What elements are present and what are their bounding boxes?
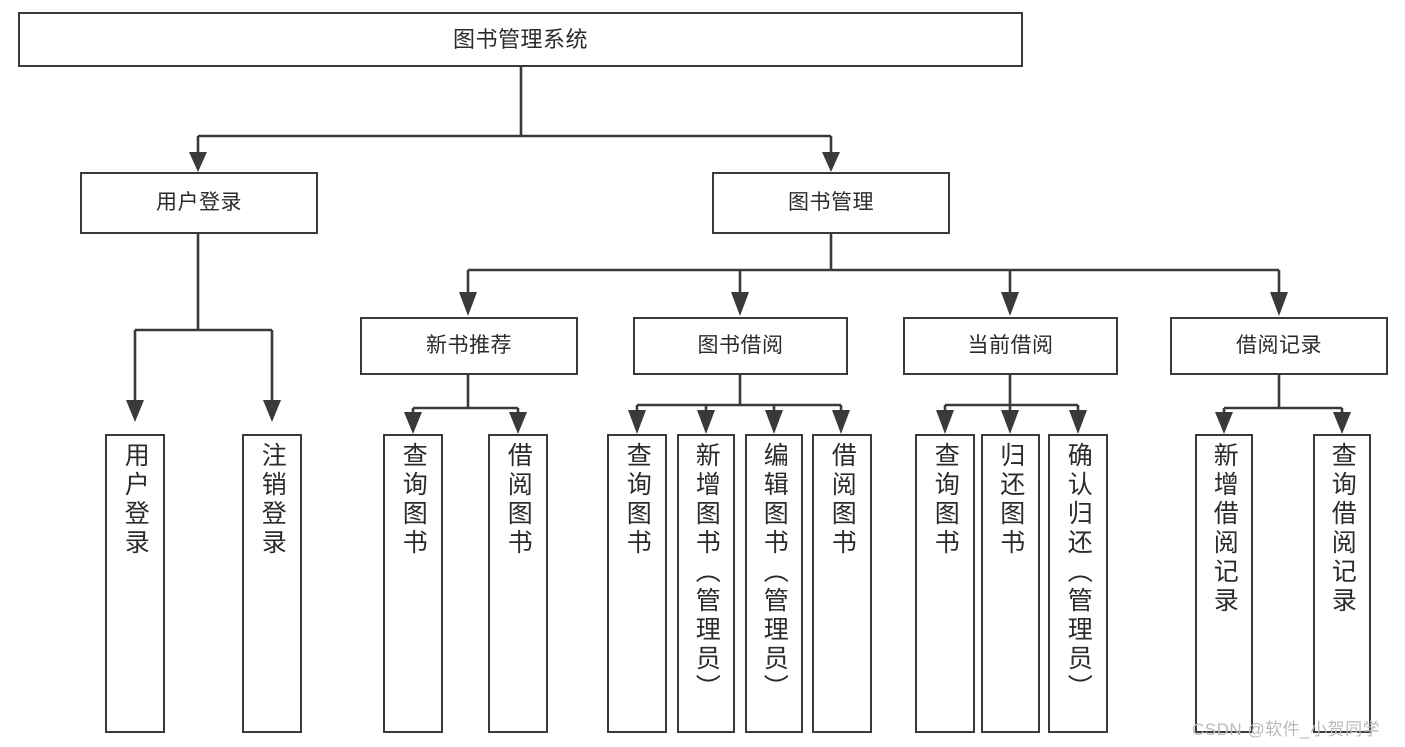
- arrow-borrow-l2: [697, 410, 715, 434]
- node-label: 图书管理: [788, 190, 874, 214]
- node-new-book-recommend[interactable]: 新书推荐: [360, 317, 578, 375]
- arrow-bm-c2: [731, 292, 749, 316]
- node-label: 新增图书（管理员）: [692, 442, 721, 703]
- arrow-record-l1: [1215, 412, 1233, 434]
- node-label: 图书借阅: [697, 333, 784, 357]
- leaf-recommend-query-book[interactable]: 查询图书: [383, 434, 443, 733]
- node-label: 查询图书: [399, 442, 428, 558]
- node-label: 编辑图书（管理员）: [760, 442, 789, 703]
- arrow-root-to-book-manage: [822, 152, 840, 172]
- leaf-user-login-logout[interactable]: 注销登录: [242, 434, 302, 733]
- leaf-borrow-query-book[interactable]: 查询图书: [607, 434, 667, 733]
- leaf-record-query-record[interactable]: 查询借阅记录: [1313, 434, 1371, 733]
- leaf-user-login-login[interactable]: 用户登录: [105, 434, 165, 733]
- node-label: 图书管理系统: [452, 26, 588, 52]
- arrow-recommend-l2: [509, 412, 527, 434]
- arrow-current-l1: [936, 410, 954, 434]
- arrow-bm-c3: [1001, 292, 1019, 316]
- node-label: 查询借阅记录: [1328, 442, 1357, 616]
- leaf-borrow-add-book-admin[interactable]: 新增图书（管理员）: [677, 434, 735, 733]
- leaf-borrow-borrow-book[interactable]: 借阅图书: [812, 434, 872, 733]
- leaf-current-confirm-return-admin[interactable]: 确认归还（管理员）: [1048, 434, 1108, 733]
- arrow-root-to-user-login: [189, 152, 207, 172]
- node-label: 借阅图书: [828, 442, 857, 558]
- arrow-bm-c1: [459, 292, 477, 316]
- leaf-borrow-edit-book-admin[interactable]: 编辑图书（管理员）: [745, 434, 803, 733]
- arrow-bm-c4: [1270, 292, 1288, 316]
- node-label: 用户登录: [121, 442, 150, 558]
- leaf-recommend-borrow-book[interactable]: 借阅图书: [488, 434, 548, 733]
- arrow-borrow-l1: [628, 410, 646, 434]
- leaf-current-return-book[interactable]: 归还图书: [981, 434, 1040, 733]
- arrow-current-l2: [1001, 410, 1019, 434]
- csdn-watermark: CSDN @软件_小贺同学: [1192, 720, 1381, 739]
- node-current-borrow[interactable]: 当前借阅: [903, 317, 1118, 375]
- node-label: 新书推荐: [426, 333, 512, 357]
- arrow-current-l3: [1069, 410, 1087, 434]
- node-user-login[interactable]: 用户登录: [80, 172, 318, 234]
- arrow-user-login-leaf2: [263, 400, 281, 422]
- arrow-recommend-l1: [404, 412, 422, 434]
- node-label: 查询图书: [623, 442, 652, 558]
- arrow-record-l2: [1333, 412, 1351, 434]
- node-label: 新增借阅记录: [1210, 442, 1239, 616]
- node-label: 注销登录: [258, 442, 287, 558]
- node-book-management[interactable]: 图书管理: [712, 172, 950, 234]
- leaf-current-query-book[interactable]: 查询图书: [915, 434, 975, 733]
- node-label: 归还图书: [996, 442, 1025, 558]
- node-label: 确认归还（管理员）: [1064, 442, 1093, 703]
- node-label: 借阅图书: [504, 442, 533, 558]
- node-label: 用户登录: [156, 190, 242, 214]
- arrow-borrow-l3: [765, 410, 783, 434]
- arrow-borrow-l4: [832, 410, 850, 434]
- arrow-user-login-leaf1: [126, 400, 144, 422]
- node-borrow-record[interactable]: 借阅记录: [1170, 317, 1388, 375]
- node-book-borrow[interactable]: 图书借阅: [633, 317, 848, 375]
- node-root-book-management-system[interactable]: 图书管理系统: [18, 12, 1023, 67]
- node-label: 当前借阅: [967, 333, 1054, 357]
- node-label: 查询图书: [931, 442, 960, 558]
- node-label: 借阅记录: [1236, 333, 1322, 357]
- leaf-record-add-record[interactable]: 新增借阅记录: [1195, 434, 1253, 733]
